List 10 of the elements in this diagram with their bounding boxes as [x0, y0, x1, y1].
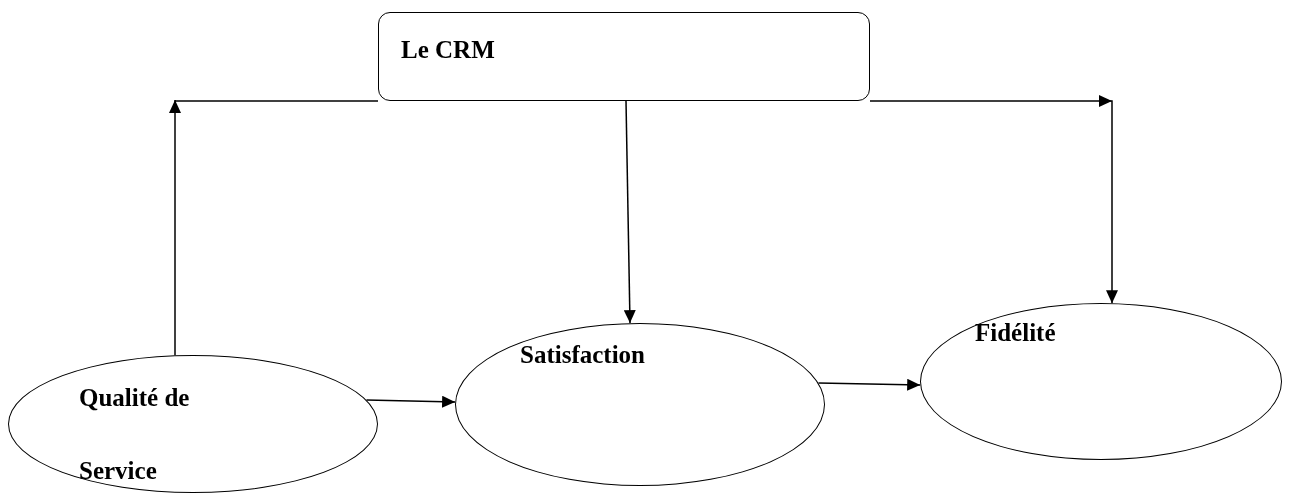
node-label: Satisfaction	[520, 340, 646, 370]
rounded-box	[378, 12, 870, 101]
arrow	[817, 378, 921, 391]
node-label: Le CRM	[401, 35, 496, 65]
node-label: Qualité de Service	[79, 383, 191, 486]
arrow	[169, 99, 181, 357]
arrow	[623, 100, 636, 324]
node-label: Fidélité	[975, 318, 1057, 348]
arrow	[365, 395, 456, 408]
arrow	[869, 95, 1118, 304]
